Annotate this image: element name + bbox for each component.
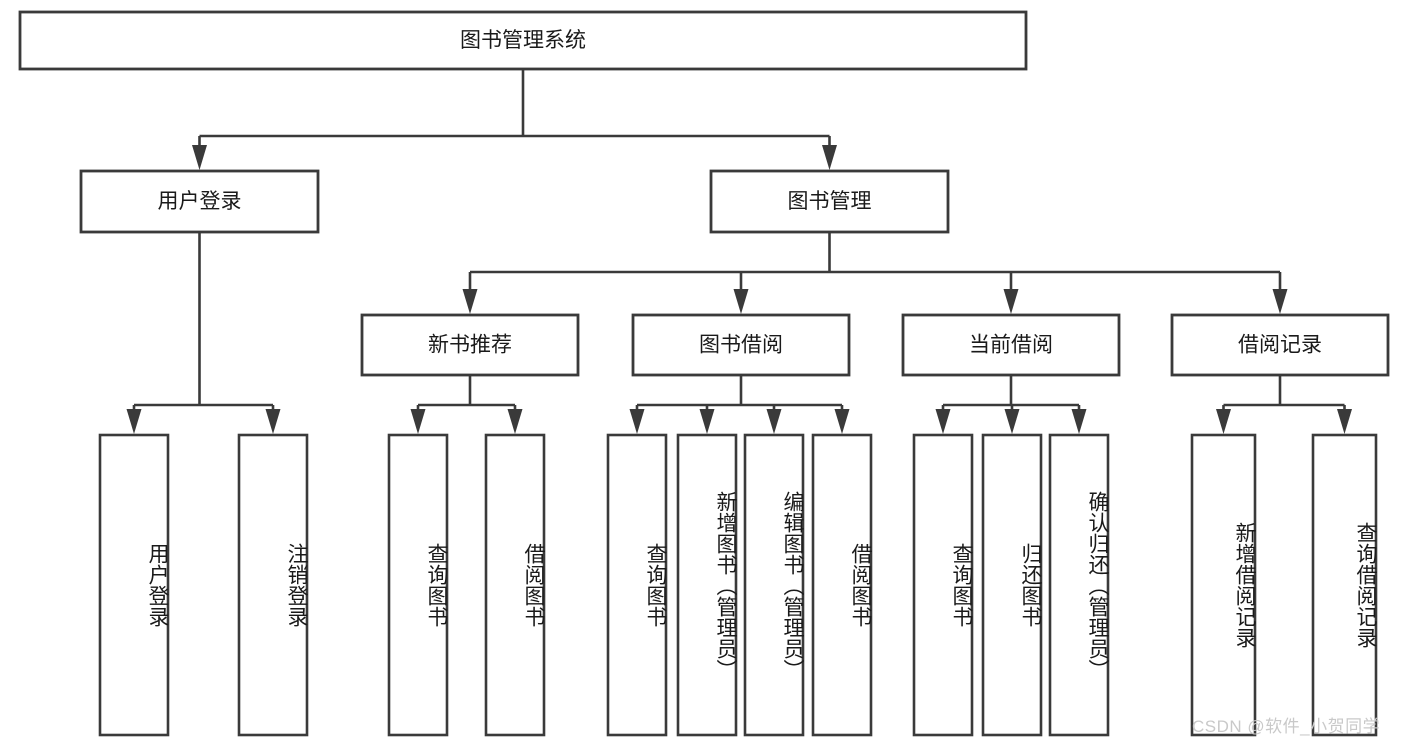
node-box-leaf-return-book[interactable] bbox=[981, 433, 1043, 737]
node-layer bbox=[18, 10, 1390, 737]
node-box-leaf-query-borrow-record[interactable] bbox=[1311, 433, 1378, 737]
arrow-head-leaf-add-book bbox=[699, 409, 715, 434]
node-box-current-borrow[interactable] bbox=[901, 313, 1121, 377]
node-box-borrow-record[interactable] bbox=[1170, 313, 1390, 377]
node-box-leaf-borrow-book-rec[interactable] bbox=[484, 433, 546, 737]
node-box-leaf-user-logout[interactable] bbox=[237, 433, 309, 737]
node-label-user-login: 用户登录 bbox=[158, 190, 242, 213]
arrow-head-current-borrow bbox=[1003, 289, 1019, 314]
connector-group-current-borrow bbox=[935, 375, 1087, 434]
arrow-head-book-borrow bbox=[733, 289, 749, 314]
arrow-head-book-manage bbox=[822, 145, 837, 170]
arrow-head-leaf-add-borrow-record bbox=[1216, 409, 1231, 434]
arrow-head-leaf-query-book-rec bbox=[410, 409, 426, 434]
node-label-borrow-record: 借阅记录 bbox=[1238, 334, 1322, 357]
arrow-head-leaf-query-book-borrow bbox=[629, 409, 645, 434]
node-box-user-login[interactable] bbox=[79, 169, 320, 234]
node-box-leaf-user-login[interactable] bbox=[98, 433, 170, 737]
arrow-head-leaf-borrow-book bbox=[834, 409, 850, 434]
arrow-head-borrow-record bbox=[1272, 289, 1288, 314]
node-box-leaf-edit-book[interactable] bbox=[743, 433, 805, 737]
arrow-head-leaf-confirm-return bbox=[1071, 409, 1087, 434]
connector-group-new-book-rec bbox=[410, 375, 523, 434]
connector-group-user-login bbox=[126, 232, 281, 434]
arrow-head-user-login bbox=[192, 145, 207, 170]
arrow-head-leaf-user-login bbox=[126, 409, 142, 434]
node-box-book-manage[interactable] bbox=[709, 169, 950, 234]
connector-layer bbox=[126, 69, 1352, 434]
connector-group-borrow-record bbox=[1216, 375, 1352, 434]
node-box-leaf-confirm-return[interactable] bbox=[1048, 433, 1110, 737]
arrow-head-new-book-rec bbox=[462, 289, 478, 314]
arrow-head-leaf-query-book-current bbox=[935, 409, 951, 434]
node-label-current-borrow: 当前借阅 bbox=[969, 334, 1053, 357]
node-box-leaf-borrow-book[interactable] bbox=[811, 433, 873, 737]
connector-group-root bbox=[192, 69, 837, 170]
node-box-leaf-add-borrow-record[interactable] bbox=[1190, 433, 1257, 737]
node-box-new-book-rec[interactable] bbox=[360, 313, 580, 377]
csdn-watermark: CSDN @软件_小贺同学 bbox=[1192, 717, 1381, 736]
arrow-head-leaf-borrow-book-rec bbox=[507, 409, 523, 434]
connector-group-book-manage bbox=[462, 232, 1288, 314]
connector-group-book-borrow bbox=[629, 375, 850, 434]
node-label-new-book-rec: 新书推荐 bbox=[428, 334, 512, 357]
node-label-root: 图书管理系统 bbox=[460, 29, 586, 52]
node-label-book-manage: 图书管理 bbox=[788, 190, 872, 213]
node-box-leaf-query-book-rec[interactable] bbox=[387, 433, 449, 737]
arrow-head-leaf-return-book bbox=[1004, 409, 1020, 434]
arrow-head-leaf-edit-book bbox=[766, 409, 782, 434]
node-box-leaf-query-book-borrow[interactable] bbox=[606, 433, 668, 737]
arrow-head-leaf-user-logout bbox=[265, 409, 281, 434]
node-box-leaf-add-book[interactable] bbox=[676, 433, 738, 737]
node-box-leaf-query-book-current[interactable] bbox=[912, 433, 974, 737]
node-box-root[interactable] bbox=[18, 10, 1028, 71]
node-label-book-borrow: 图书借阅 bbox=[699, 334, 783, 357]
arrow-head-leaf-query-borrow-record bbox=[1337, 409, 1352, 434]
node-box-book-borrow[interactable] bbox=[631, 313, 851, 377]
